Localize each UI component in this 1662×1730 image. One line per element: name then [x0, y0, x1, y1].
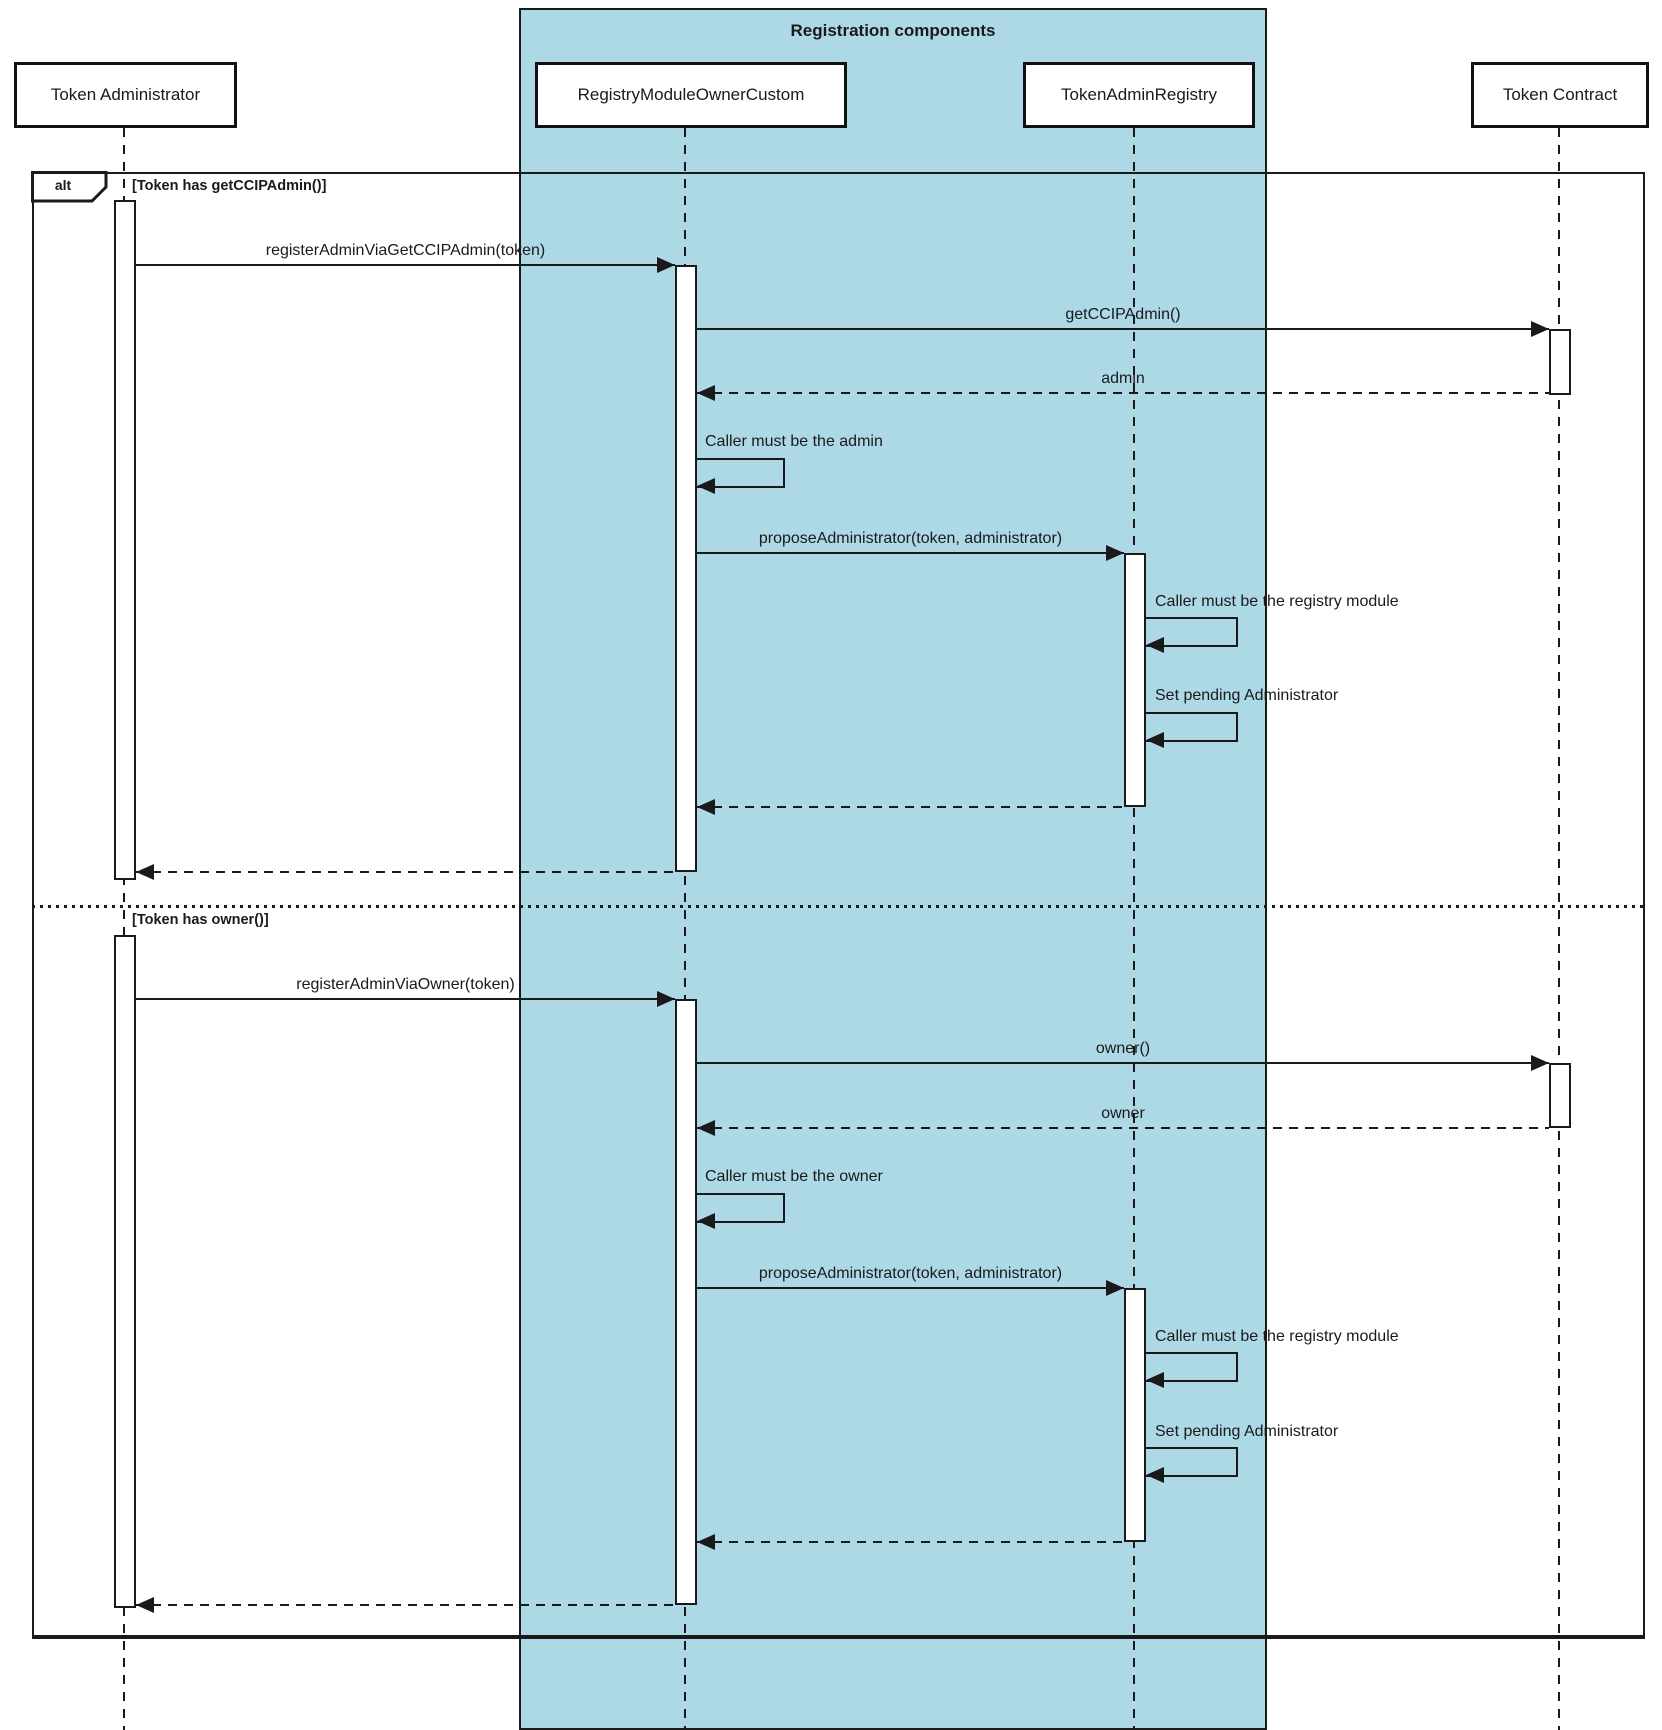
message-line: [136, 264, 675, 266]
self-message-loop: [1146, 1352, 1238, 1382]
activation-token-contract-2: [1549, 1063, 1571, 1128]
self-message-loop: [697, 1193, 785, 1223]
arrowhead-icon: [697, 385, 715, 401]
self-message-label: Set pending Administrator: [1155, 1423, 1339, 1440]
self-message-label: Set pending Administrator: [1155, 687, 1339, 704]
message-line: [697, 328, 1549, 330]
activation-token-administrator-1: [114, 200, 136, 880]
lifeline-token-admin-registry: [1133, 128, 1135, 1730]
message-label: proposeAdministrator(token, administrato…: [758, 1265, 1063, 1282]
self-message-label: Caller must be the registry module: [1155, 593, 1399, 610]
arrowhead-icon: [1146, 637, 1164, 653]
lifeline-registry-module-owner-custom: [684, 128, 686, 1730]
return-message-line: [697, 806, 1124, 808]
activation-token-administrator-2: [114, 935, 136, 1608]
message-label: owner: [1101, 1105, 1145, 1122]
arrowhead-icon: [1146, 1467, 1164, 1483]
participant-token-administrator-label: Token Administrator: [50, 85, 201, 104]
participant-token-contract-label: Token Contract: [1502, 85, 1618, 104]
lifeline-token-contract: [1558, 128, 1560, 1730]
arrowhead-icon: [657, 991, 675, 1007]
participant-token-contract: Token Contract: [1471, 62, 1649, 128]
self-message-loop: [697, 458, 785, 488]
arrowhead-icon: [136, 864, 154, 880]
alt-section-separator: [32, 905, 1645, 908]
self-message-loop: [1146, 712, 1238, 742]
arrowhead-icon: [697, 478, 715, 494]
self-message-label: Caller must be the registry module: [1155, 1328, 1399, 1345]
arrowhead-icon: [697, 1534, 715, 1550]
self-message-loop: [1146, 617, 1238, 647]
guard-token-has-owner: [Token has owner()]: [132, 912, 269, 928]
participant-token-admin-registry-label: TokenAdminRegistry: [1061, 85, 1217, 104]
participant-registry-module-owner-custom: RegistryModuleOwnerCustom: [535, 62, 847, 128]
participant-token-admin-registry: TokenAdminRegistry: [1023, 62, 1255, 128]
arrowhead-icon: [657, 257, 675, 273]
arrowhead-icon: [1106, 1280, 1124, 1296]
return-message-line: [136, 1604, 675, 1606]
message-label: registerAdminViaGetCCIPAdmin(token): [265, 242, 546, 259]
message-line: [697, 1062, 1549, 1064]
arrowhead-icon: [1146, 1372, 1164, 1388]
message-label: owner(): [1095, 1040, 1151, 1057]
message-label: getCCIPAdmin(): [1065, 306, 1181, 323]
guard-token-has-getccipadmin: [Token has getCCIPAdmin()]: [132, 178, 327, 194]
participant-registry-module-owner-custom-label: RegistryModuleOwnerCustom: [577, 85, 805, 104]
return-message-line: [697, 1127, 1549, 1129]
self-message-label: Caller must be the owner: [705, 1168, 883, 1185]
message-label: proposeAdministrator(token, administrato…: [758, 530, 1063, 547]
activation-token-admin-registry-1: [1124, 553, 1146, 807]
arrowhead-icon: [1531, 321, 1549, 337]
arrowhead-icon: [697, 1213, 715, 1229]
message-line: [697, 1287, 1124, 1289]
self-message-loop: [1146, 1447, 1238, 1477]
arrowhead-icon: [136, 1597, 154, 1613]
return-message-line: [136, 871, 675, 873]
arrowhead-icon: [1106, 545, 1124, 561]
activation-registry-module-1: [675, 265, 697, 872]
message-label: registerAdminViaOwner(token): [296, 976, 515, 993]
participant-token-administrator: Token Administrator: [14, 62, 237, 128]
arrowhead-icon: [697, 799, 715, 815]
return-message-line: [697, 1541, 1124, 1543]
return-message-line: [697, 392, 1549, 394]
message-line: [697, 552, 1124, 554]
arrowhead-icon: [697, 1120, 715, 1136]
message-label: admin: [1101, 370, 1145, 387]
group-title: Registration components: [790, 21, 996, 40]
activation-token-contract-1: [1549, 329, 1571, 395]
arrowhead-icon: [1531, 1055, 1549, 1071]
self-message-label: Caller must be the admin: [705, 433, 883, 450]
alt-operator-label: alt: [54, 177, 72, 193]
lifeline-token-administrator: [123, 128, 125, 1730]
activation-registry-module-2: [675, 999, 697, 1605]
arrowhead-icon: [1146, 732, 1164, 748]
activation-token-admin-registry-2: [1124, 1288, 1146, 1542]
message-line: [136, 998, 675, 1000]
